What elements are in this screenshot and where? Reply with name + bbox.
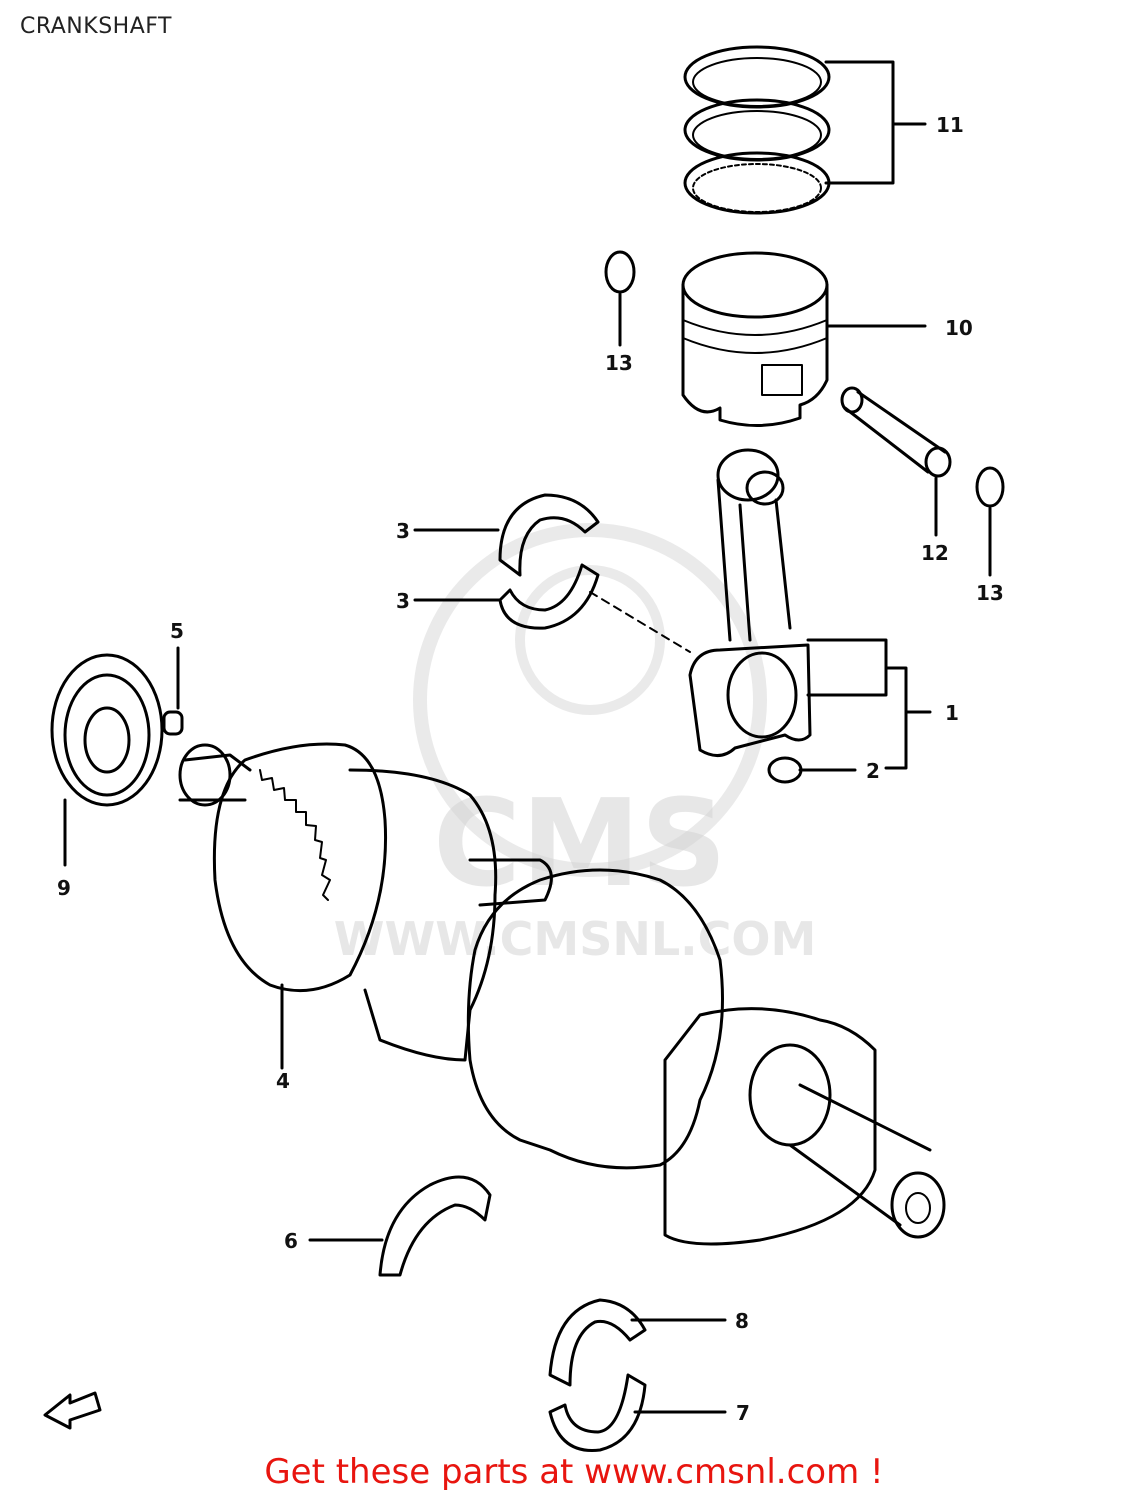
connecting-rod xyxy=(589,448,932,770)
callout-13b: 13 xyxy=(976,581,1004,605)
oil-seal xyxy=(50,653,164,867)
dowel-pin xyxy=(162,646,184,736)
callout-7: 7 xyxy=(736,1401,750,1425)
callout-5: 5 xyxy=(170,619,184,643)
rod-nut xyxy=(767,756,857,784)
crankshaft xyxy=(178,742,946,1246)
conrod-bearings xyxy=(413,493,600,630)
callout-13a: 13 xyxy=(605,351,633,375)
main-bearings xyxy=(548,1298,727,1453)
thrust-bearing xyxy=(308,1175,492,1277)
footer-link[interactable]: Get these parts at www.cmsnl.com ! xyxy=(264,1452,884,1492)
page-title: CRANKSHAFT xyxy=(20,14,172,39)
piston-rings xyxy=(683,45,927,215)
callout-labels: 1 2 3 3 4 5 6 7 8 9 10 11 12 13 13 xyxy=(57,113,1004,1425)
callout-4: 4 xyxy=(276,1069,290,1093)
callout-3a: 3 xyxy=(396,519,410,543)
piston xyxy=(681,251,927,427)
watermark-brand: CMS xyxy=(433,775,727,914)
callout-12: 12 xyxy=(921,541,949,565)
callout-11: 11 xyxy=(936,113,964,137)
circlips xyxy=(604,250,1005,577)
piston-pin xyxy=(840,386,952,537)
callout-9: 9 xyxy=(57,876,71,900)
callout-3b: 3 xyxy=(396,589,410,613)
callout-1: 1 xyxy=(945,701,959,725)
callout-10: 10 xyxy=(945,316,973,340)
watermark-url: WWW.CMSNL.COM xyxy=(334,912,817,966)
callout-8: 8 xyxy=(735,1309,749,1333)
callout-6: 6 xyxy=(284,1229,298,1253)
front-arrow-icon xyxy=(43,1391,102,1430)
callout-2: 2 xyxy=(866,759,880,783)
